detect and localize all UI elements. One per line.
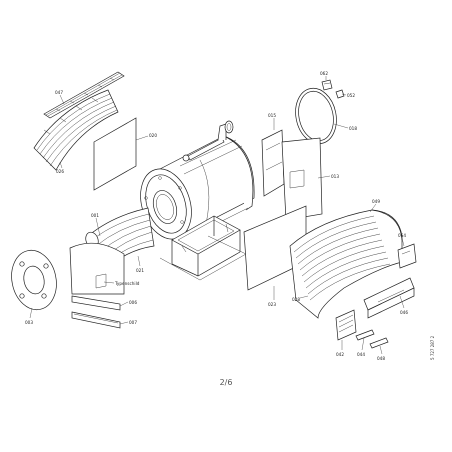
- label-023: 023: [268, 302, 276, 307]
- part-007-strip: [71, 311, 121, 329]
- label-018: 018: [349, 126, 357, 131]
- label-001: 001: [91, 213, 99, 218]
- label-044: 044: [357, 352, 365, 357]
- label-typeplate: Typenschild: [114, 281, 140, 286]
- label-062: 062: [320, 71, 328, 76]
- label-046: 046: [400, 310, 408, 315]
- part-013-rear-insulation: [281, 137, 323, 221]
- part-042-grille: [335, 309, 357, 341]
- label-047: 047: [55, 90, 63, 95]
- label-042: 042: [336, 352, 344, 357]
- label-020: 020: [149, 133, 157, 138]
- label-049: 049: [372, 199, 380, 204]
- part-006-strip: [71, 295, 121, 311]
- part-052-clamp: [335, 89, 345, 99]
- part-064-bracket: [397, 243, 417, 269]
- part-003-end-plate: [11, 249, 57, 311]
- part-labels: 047 026 020 062 052 018 015 013 049 001 …: [25, 71, 408, 361]
- document-number: 5 727 287 2: [430, 335, 435, 360]
- part-026-insulation-panel: [33, 89, 119, 171]
- label-021: 021: [136, 268, 144, 273]
- boiler-drum: [140, 120, 255, 281]
- label-052: 052: [347, 93, 355, 98]
- label-013: 013: [331, 174, 339, 179]
- part-046-rail: [363, 277, 415, 319]
- part-018-ring: [295, 87, 337, 145]
- label-015: 015: [268, 113, 276, 118]
- leader-lines: [29, 76, 405, 355]
- part-044-strip: [355, 329, 375, 341]
- part-049-outer-shell: [289, 209, 403, 319]
- label-003: 003: [25, 320, 33, 325]
- part-048-strip: [369, 337, 389, 349]
- label-048: 048: [377, 356, 385, 361]
- part-015-rear-plate: [261, 129, 285, 197]
- part-047-top-rail: [43, 71, 125, 119]
- part-020-flat-panel: [93, 117, 137, 191]
- label-007: 007: [129, 320, 137, 325]
- label-006: 006: [129, 300, 137, 305]
- part-004-front-panel: [69, 242, 125, 295]
- label-026: 026: [56, 169, 64, 174]
- part-062-clip: [321, 79, 333, 91]
- label-064: 064: [398, 233, 406, 238]
- label-028: 028: [292, 297, 300, 302]
- page-number: 2/6: [219, 378, 233, 387]
